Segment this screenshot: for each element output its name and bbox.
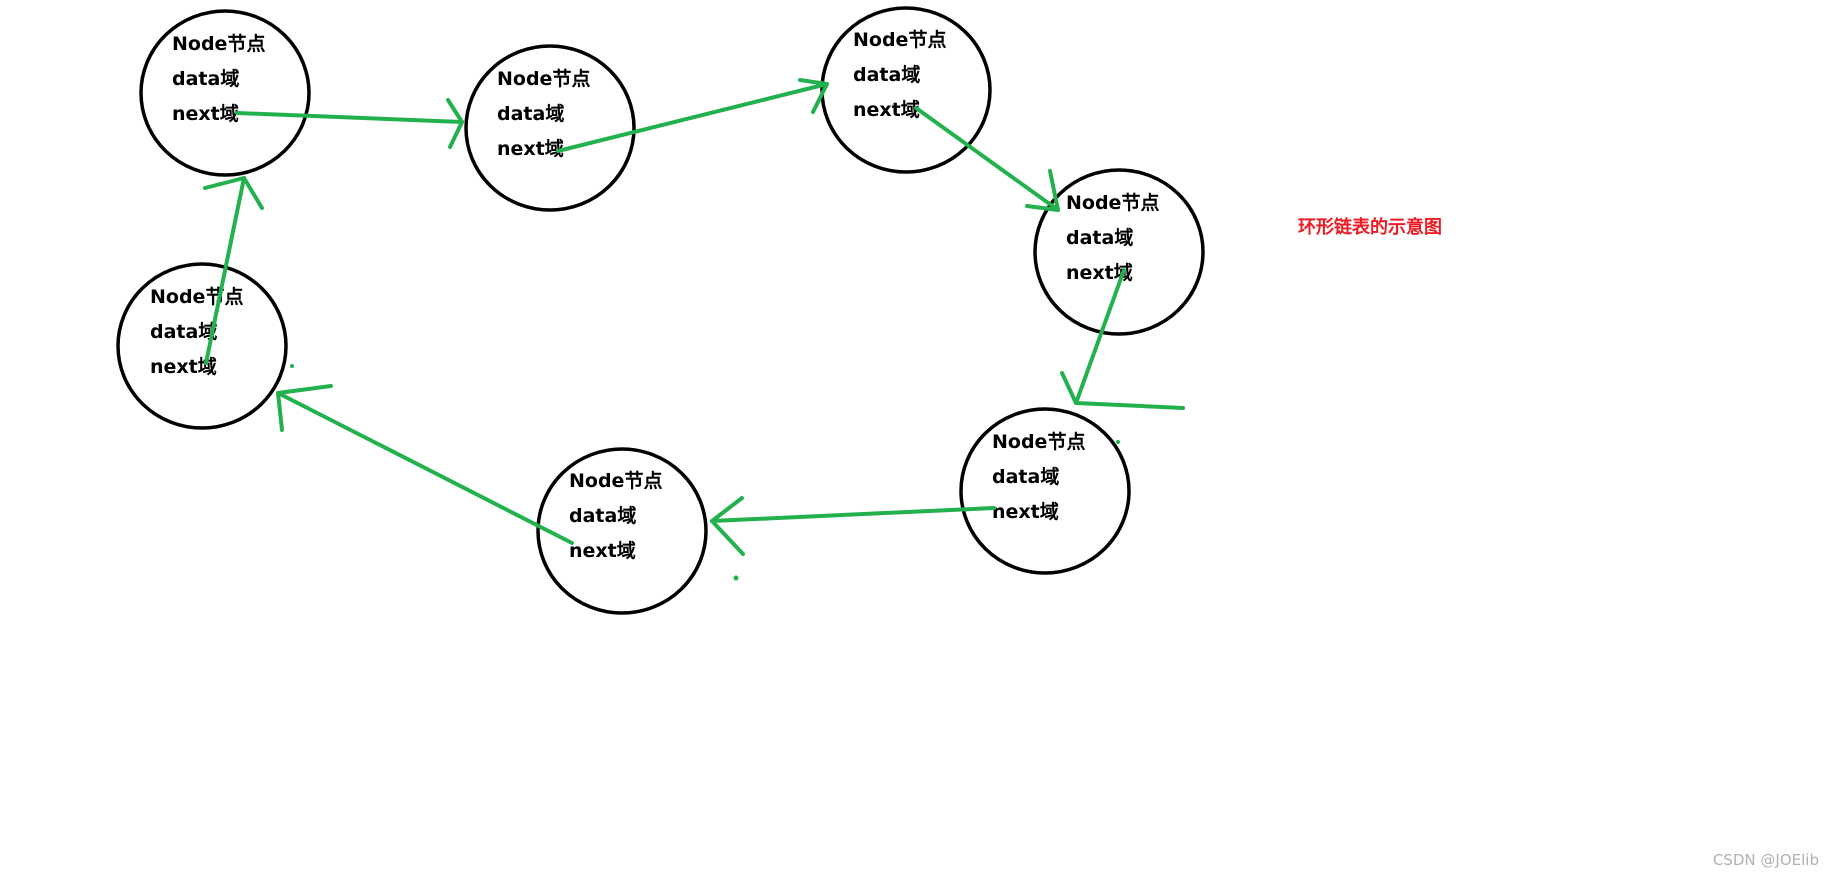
- watermark: CSDN @JOElib: [1712, 851, 1819, 869]
- edge-6-arrowhead: [276, 384, 333, 432]
- node-3: Node节点 data域 next域: [820, 6, 992, 174]
- edge-node4-to-node5: [1060, 268, 1185, 410]
- edge-7-arrowhead: [203, 176, 264, 210]
- node-7-circle: [116, 262, 288, 430]
- node-2-circle: [464, 44, 636, 212]
- node-1-data-field: data域: [172, 67, 239, 90]
- node-4: Node节点 data域 next域: [1033, 168, 1205, 336]
- edge-1-line: [235, 111, 464, 124]
- edge-1-arrowhead: [446, 98, 464, 149]
- node-2-next-field: next域: [497, 137, 564, 160]
- node-7-title: Node节点: [150, 286, 243, 308]
- edge-node2-to-node3: [556, 78, 829, 153]
- node-3-next-field: next域: [853, 98, 920, 121]
- edge-5-arrowhead: [710, 496, 745, 556]
- diagram-title: 环形链表的示意图: [1298, 216, 1442, 238]
- node-5: Node节点 data域 next域: [959, 407, 1131, 575]
- node-5-circle: [959, 407, 1131, 575]
- node-6-next-field: next域: [569, 539, 636, 562]
- node-5-title: Node节点: [992, 431, 1085, 453]
- node-5-next-field: next域: [992, 500, 1059, 523]
- node-4-next-field: next域: [1066, 261, 1133, 284]
- node-1-circle: [139, 9, 311, 177]
- node-4-title: Node节点: [1066, 192, 1159, 214]
- edge-node6-to-node7: [276, 384, 574, 545]
- edge-node3-to-node4: [914, 106, 1060, 212]
- node-5-data-field: data域: [992, 465, 1059, 488]
- edge-5-line: [710, 506, 996, 523]
- node-4-data-field: data域: [1066, 226, 1133, 249]
- edge-node1-to-node2: [235, 98, 464, 149]
- node-7-next-field: next域: [150, 355, 217, 378]
- node-4-circle: [1033, 168, 1205, 336]
- edge-3-line: [914, 106, 1060, 212]
- edge-4-line: [1074, 268, 1126, 405]
- edge-6-line: [276, 391, 574, 545]
- edge-3-arrowhead: [1025, 169, 1060, 212]
- edge-node5-to-node6: [710, 496, 996, 556]
- stray-dot-3: [1116, 440, 1120, 444]
- edge-node7-to-node1: [203, 176, 264, 365]
- node-7-data-field: data域: [150, 320, 217, 343]
- edge-2-line: [556, 82, 829, 153]
- node-1: Node节点 data域 next域: [139, 9, 311, 177]
- node-3-title: Node节点: [853, 29, 946, 51]
- node-1-title: Node节点: [172, 33, 265, 55]
- node-6-title: Node节点: [569, 470, 662, 492]
- node-2: Node节点 data域 next域: [464, 44, 636, 212]
- node-6: Node节点 data域 next域: [536, 447, 708, 615]
- stray-dot-1: [733, 575, 739, 581]
- node-6-circle: [536, 447, 708, 615]
- node-2-title: Node节点: [497, 68, 590, 90]
- edge-4-arrowhead: [1060, 371, 1185, 410]
- node-6-data-field: data域: [569, 504, 636, 527]
- node-7: Node节点 data域 next域: [116, 262, 288, 430]
- edge-7-line: [204, 176, 246, 365]
- node-2-data-field: data域: [497, 102, 564, 125]
- stray-dot-2: [290, 364, 294, 368]
- node-3-data-field: data域: [853, 63, 920, 86]
- node-1-next-field: next域: [172, 102, 239, 125]
- edge-2-arrowhead: [798, 78, 829, 114]
